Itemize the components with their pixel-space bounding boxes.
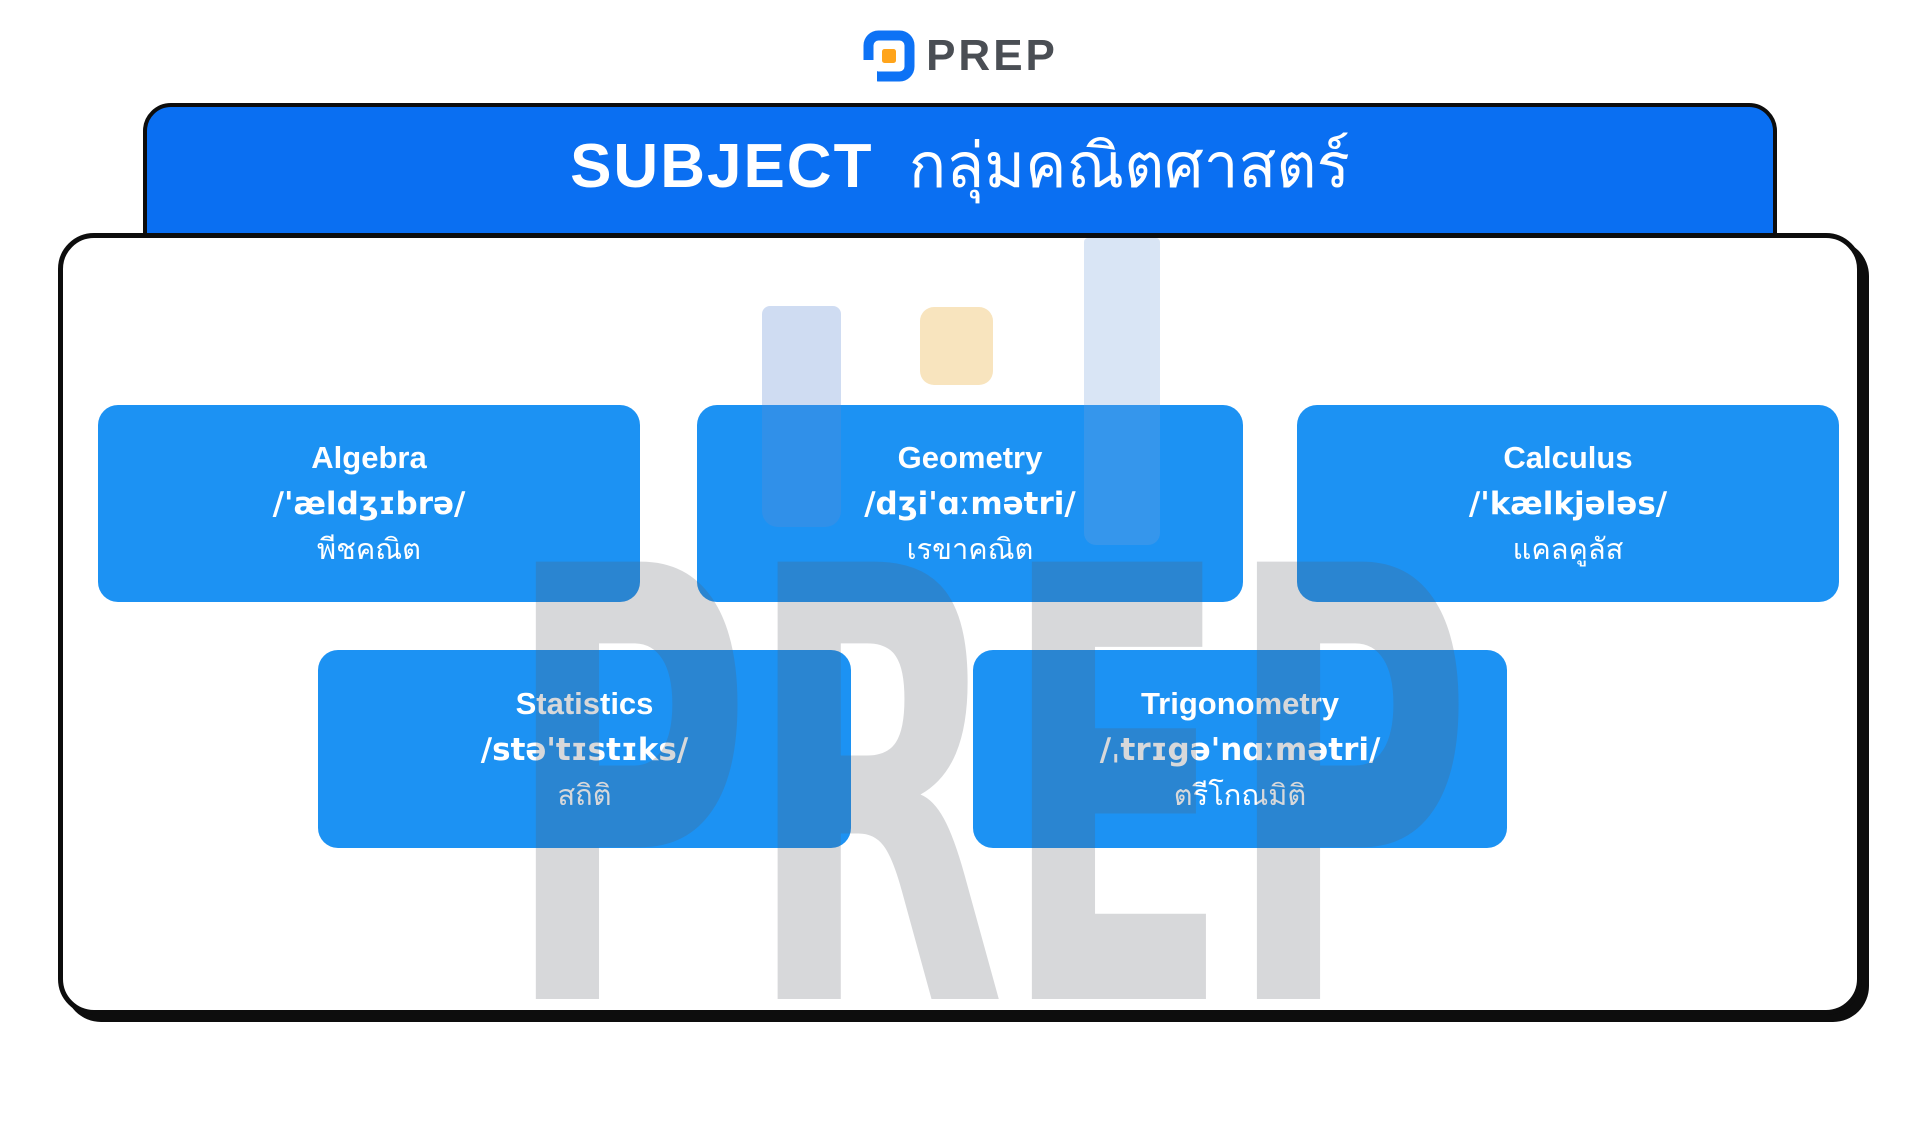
content-panel — [58, 233, 1862, 1015]
card-calculus-thai: แคลคูลัส — [1512, 534, 1624, 566]
card-algebra: Algebra /'ældʒɪbrə/ พีชคณิต — [98, 405, 640, 602]
card-geometry: Geometry /dʒi'ɑːmətri/ เรขาคณิต — [697, 405, 1243, 602]
page-title: SUBJECT กลุ่มคณิตศาสตร์ — [147, 131, 1773, 202]
card-geometry-name: Geometry — [897, 440, 1043, 475]
card-trigonometry-ipa: /ˌtrɪgə'nɑːmətri/ — [1099, 731, 1381, 768]
brand-logo-text: PREP — [926, 31, 1058, 80]
card-statistics-ipa: /stə'tɪstɪks/ — [480, 731, 689, 768]
card-statistics: Statistics /stə'tɪstɪks/ สถิติ — [318, 650, 851, 848]
card-statistics-thai: สถิติ — [557, 779, 612, 812]
card-calculus: Calculus /'kælkjələs/ แคลคูลัส — [1297, 405, 1839, 602]
brand-logo: PREP — [0, 26, 1920, 86]
page-title-thai: กลุ่มคณิตศาสตร์ — [908, 132, 1350, 201]
card-algebra-thai: พีชคณิต — [317, 534, 421, 566]
card-calculus-name: Calculus — [1503, 440, 1633, 475]
card-trigonometry-name: Trigonometry — [1140, 685, 1340, 721]
card-algebra-name: Algebra — [311, 440, 427, 475]
card-geometry-thai: เรขาคณิต — [906, 534, 1034, 566]
card-geometry-ipa: /dʒi'ɑːmətri/ — [864, 486, 1076, 522]
card-statistics-name: Statistics — [515, 685, 654, 721]
prep-logo-icon — [862, 29, 916, 83]
card-trigonometry: Trigonometry /ˌtrɪgə'nɑːmətri/ ตรีโกณมิต… — [973, 650, 1507, 848]
card-algebra-ipa: /'ældʒɪbrə/ — [272, 486, 466, 522]
card-calculus-ipa: /'kælkjələs/ — [1468, 486, 1668, 522]
page-title-english: SUBJECT — [570, 132, 874, 201]
card-trigonometry-thai: ตรีโกณมิติ — [1173, 779, 1307, 812]
